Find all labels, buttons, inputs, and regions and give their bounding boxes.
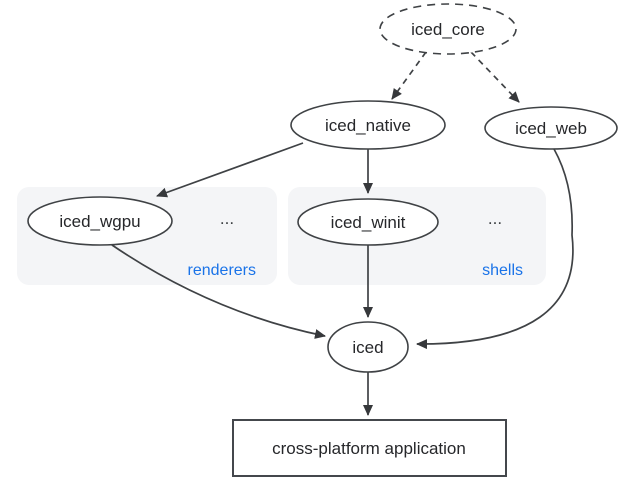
node-iced-winit xyxy=(297,198,439,246)
node-iced-native xyxy=(290,100,446,150)
node-iced-label: iced xyxy=(352,338,383,357)
edge-core-to-native xyxy=(391,51,427,100)
node-iced-web xyxy=(484,106,618,150)
node-iced-core-label: iced_core xyxy=(411,20,485,39)
node-cross-platform-application xyxy=(232,419,507,477)
shells-group-label: shells xyxy=(482,262,523,279)
node-iced xyxy=(327,321,409,373)
node-cross-platform-application-label: cross-platform application xyxy=(272,439,466,458)
node-iced-native-label: iced_native xyxy=(325,116,411,135)
node-iced-wgpu xyxy=(27,196,173,246)
renderers-group-label: renderers xyxy=(188,262,256,279)
edge-wgpu-to-iced xyxy=(111,244,326,339)
renderers-ellipsis: ... xyxy=(220,209,234,228)
node-iced-core xyxy=(379,3,517,55)
edge-core-to-web xyxy=(470,51,520,103)
shells-ellipsis: ... xyxy=(488,209,502,228)
edge-native-to-wgpu xyxy=(156,142,304,198)
node-iced-winit-label: iced_winit xyxy=(331,213,406,232)
node-iced-wgpu-label: iced_wgpu xyxy=(59,212,140,231)
node-iced-web-label: iced_web xyxy=(515,119,587,138)
edge-web-to-iced xyxy=(416,148,574,350)
